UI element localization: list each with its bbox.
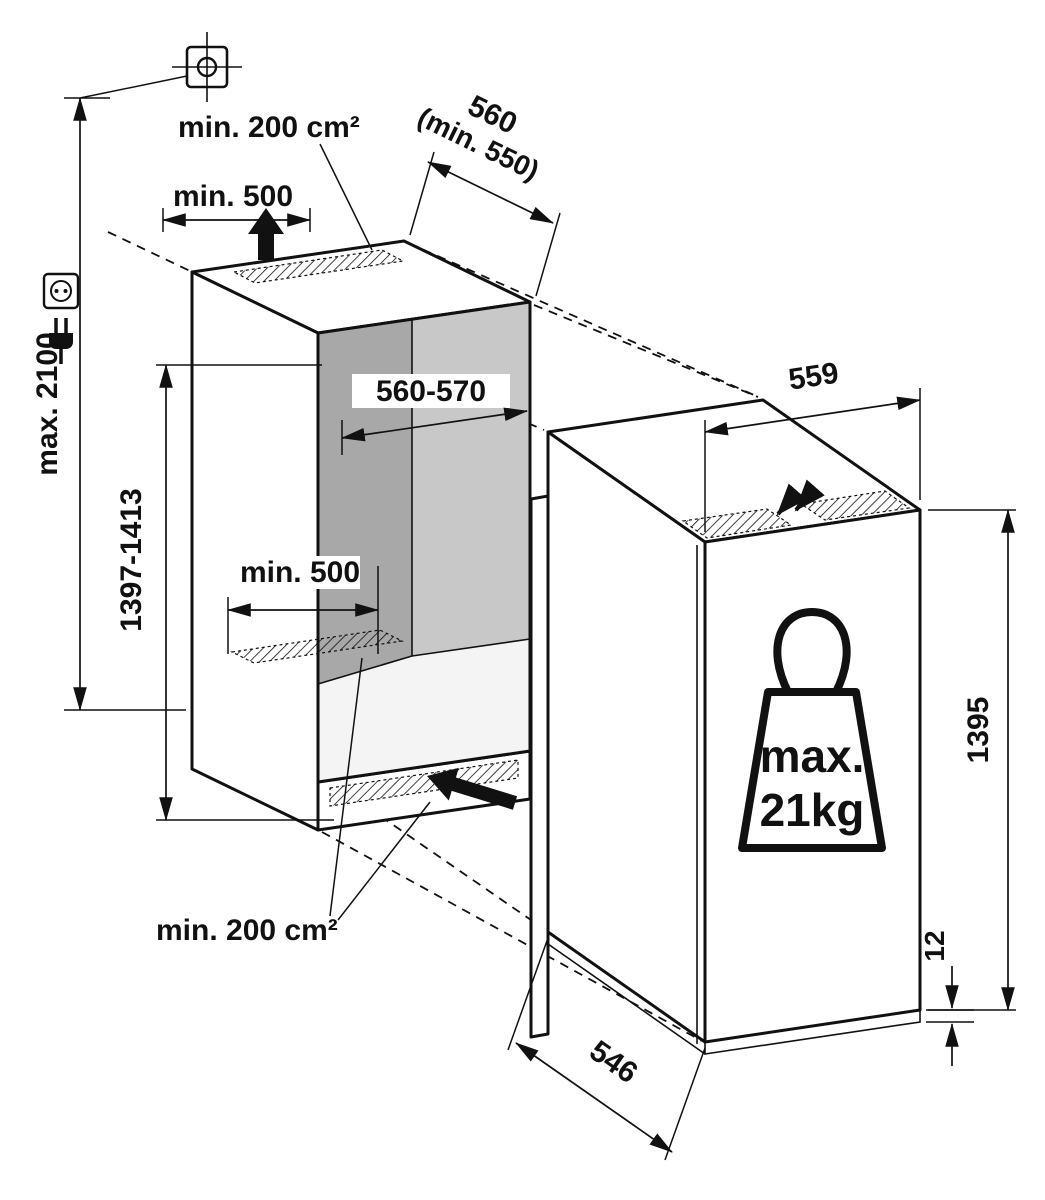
dim-appliance-height: 1395 bbox=[928, 508, 1016, 1012]
socket-pin-hole bbox=[54, 289, 59, 293]
socket-outline bbox=[42, 272, 80, 310]
projection-line bbox=[321, 831, 703, 1042]
projection-line bbox=[533, 304, 759, 398]
leader-line bbox=[337, 801, 431, 921]
ceiling-height-label: max. 2100 bbox=[31, 332, 64, 475]
leader-line bbox=[329, 657, 363, 917]
weight-value-label: 21kg bbox=[760, 784, 865, 836]
niche-interior-edge bbox=[411, 638, 531, 657]
plug-body bbox=[49, 333, 73, 349]
niche-width-label: 560-570 bbox=[376, 375, 486, 408]
dim-bottom-vent-area: min. 200 cm² bbox=[156, 657, 431, 947]
bottom-vent-label: min. 200 cm² bbox=[156, 914, 338, 947]
projection-line bbox=[107, 231, 191, 272]
appliance: max. 21kg bbox=[529, 398, 922, 1055]
dim-top-vent-area: min. 200 cm² bbox=[178, 111, 373, 251]
label-backplate bbox=[240, 556, 360, 589]
extension-line bbox=[664, 1047, 706, 1161]
appliance-depth-label: 546 bbox=[583, 1034, 643, 1090]
top-clearance-label: min. 500 bbox=[173, 180, 293, 213]
dim-ceiling-height: max. 2100 bbox=[31, 75, 188, 712]
door-edge-panel bbox=[529, 494, 550, 1039]
socket-circle bbox=[50, 280, 72, 302]
dim-line bbox=[340, 407, 529, 442]
top-vent-hatch bbox=[232, 249, 405, 284]
appliance-plinth-edge bbox=[547, 932, 706, 1055]
power-plug-icon bbox=[49, 318, 73, 364]
weight-icon: max. 21kg bbox=[738, 608, 886, 852]
datum-target-icon bbox=[172, 32, 242, 102]
niche-back-wall bbox=[412, 303, 530, 656]
vent-airflow-mark bbox=[794, 479, 825, 512]
vent-airflow-mark bbox=[776, 483, 807, 516]
datum-square bbox=[185, 45, 229, 89]
airflow-up-arrow bbox=[248, 208, 284, 260]
top-vent-label: min. 200 cm² bbox=[178, 111, 360, 144]
bottom-gap-label: 12 bbox=[919, 930, 950, 961]
dim-appliance-width: 559 bbox=[703, 357, 922, 532]
label-backplate bbox=[352, 374, 510, 408]
extension-line bbox=[535, 212, 561, 297]
niche-floor bbox=[318, 639, 530, 782]
socket-pin-hole bbox=[63, 289, 68, 293]
dim-line bbox=[515, 1042, 673, 1153]
appliance-width-label: 559 bbox=[786, 357, 840, 397]
leader-line bbox=[79, 75, 188, 99]
niche bbox=[190, 239, 532, 832]
niche-height-label: 1397-1413 bbox=[115, 488, 148, 631]
leader-line bbox=[319, 143, 373, 251]
appliance-height-label: 1395 bbox=[962, 697, 995, 764]
dim-niche-width: 560-570 bbox=[340, 374, 529, 455]
dim-base-depth: min. 500 bbox=[226, 556, 380, 654]
dim-niche-height: 1397-1413 bbox=[115, 363, 334, 822]
appliance-top-vent-hatch bbox=[799, 490, 911, 521]
power-socket-icon bbox=[42, 272, 80, 310]
dim-top-clearance: min. 500 bbox=[161, 180, 312, 232]
dim-line bbox=[703, 396, 922, 436]
extension-line bbox=[507, 937, 549, 1051]
niche-interior-edge bbox=[317, 655, 413, 685]
datum-circle bbox=[196, 56, 218, 78]
base-depth-label: min. 500 bbox=[240, 556, 360, 589]
dim-bottom-gap: 12 bbox=[919, 930, 974, 1066]
floor-vent-hatch bbox=[230, 629, 404, 664]
weight-max-label: max. bbox=[760, 730, 865, 782]
airflow-intake-arrow bbox=[427, 767, 518, 810]
projection-line bbox=[327, 779, 545, 930]
extension-line bbox=[409, 151, 435, 236]
dim-line bbox=[427, 161, 554, 224]
niche-left-face bbox=[190, 270, 320, 832]
appliance-top-vent-hatch bbox=[681, 508, 793, 539]
